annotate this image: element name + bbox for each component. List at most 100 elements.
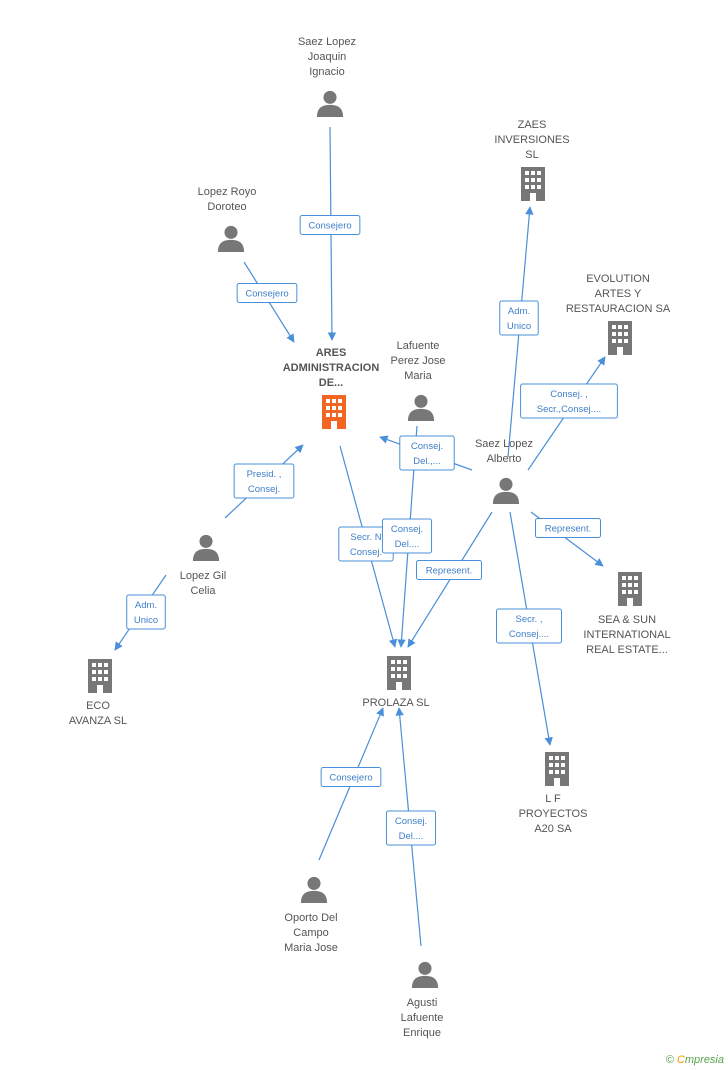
node-label-line: AVANZA SL (69, 715, 127, 727)
node-label-line: ZAES (518, 119, 547, 131)
edge-label-box (385, 810, 437, 846)
node-eco[interactable]: ECO AVANZA SL (69, 659, 127, 727)
building-icon-highlighted (322, 395, 346, 429)
edge-label-box (399, 435, 455, 471)
node-label-line: Lafuente (401, 1012, 444, 1024)
node-label-line: ECO (86, 700, 110, 712)
edge-label-text: Consej. (391, 524, 423, 535)
node-label-line: Saez Lopez (298, 36, 356, 48)
person-icon (411, 961, 439, 988)
building-icon (88, 659, 112, 693)
edge-label-oporto-to-prolaza[interactable]: Consejero (320, 767, 382, 787)
footer-brand[interactable]: ©Cmpresia (666, 1054, 724, 1066)
node-label-line: Saez Lopez (475, 438, 533, 450)
edge-label-box (496, 608, 562, 644)
node-label-line: Lafuente (397, 340, 440, 352)
node-label-line: A20 SA (534, 823, 572, 835)
edge-label-saezalberto-to-lf[interactable]: Secr. ,Consej.... (496, 608, 562, 644)
edge-label-lopezgil-to-eco[interactable]: Adm. Unico (126, 594, 166, 630)
edge-label-text: Consej. (411, 441, 443, 452)
edge-label-text: Presid. , (247, 469, 282, 480)
node-label-line: PROYECTOS (519, 808, 588, 820)
edge-label-saezalberto-to-seasun[interactable]: Represent. (535, 518, 601, 538)
node-label-line: Maria Jose (284, 942, 338, 954)
edge-label-lopezgil-to-ares[interactable]: Presid. , Consej. (233, 463, 295, 499)
edge-label-text: Adm. (135, 600, 157, 611)
node-label-line: EVOLUTION (586, 273, 650, 285)
node-label-line: Joaquin (308, 51, 347, 63)
edge-label-agusti-to-prolaza[interactable]: Consej. Del.... (385, 810, 437, 846)
edge-label-text: Del.... (399, 831, 424, 842)
edge-label-saezalberto-to-prolaza[interactable]: Represent. (416, 560, 482, 580)
edge-label-box (535, 518, 601, 538)
brand-logo-letter: C (676, 1054, 685, 1066)
edge-label-text: Consejero (308, 221, 351, 232)
node-label-line: L F (545, 793, 561, 805)
edge-label-lafuentepj-to-prolaza[interactable]: Consej.Del.... (381, 518, 433, 554)
person-icon (300, 876, 328, 903)
node-label-line: Doroteo (207, 201, 246, 213)
copyright-symbol: © (665, 1054, 674, 1066)
node-label-line: Lopez Royo (198, 186, 257, 198)
node-label-line: PROLAZA SL (362, 697, 429, 709)
edge-label-text: Del.,... (413, 456, 440, 467)
building-icon (521, 167, 545, 201)
edge-label-text: Consej. (395, 816, 427, 827)
edge-label-box (416, 560, 482, 580)
node-label-line: Ignacio (309, 66, 344, 78)
person-icon (192, 534, 220, 561)
node-lf[interactable]: L F PROYECTOS A20 SA (519, 752, 588, 835)
building-icon (608, 321, 632, 355)
node-evolution[interactable]: EVOLUTION ARTES Y RESTAURACION SA (566, 273, 671, 355)
edge-label-saezalberto-to-zaes[interactable]: Adm.Unico (499, 300, 539, 336)
node-label-line: Oporto Del (284, 912, 337, 924)
node-prolaza[interactable]: PROLAZA SL (362, 656, 430, 709)
node-label-line: INVERSIONES (494, 134, 569, 146)
building-icon (387, 656, 411, 690)
node-label-line: Agusti (407, 997, 438, 1009)
edge-label-box (320, 767, 382, 787)
edge-label-saezjoaquin-to-ares[interactable]: Consejero (299, 215, 361, 235)
node-label-line: ARES (316, 347, 347, 359)
node-label-line: Celia (190, 585, 216, 597)
brand-logo-text: mpresia (684, 1054, 724, 1066)
node-label-line: SEA & SUN (598, 614, 656, 626)
edge-label-box (126, 594, 166, 630)
edge-label-box (236, 283, 298, 303)
node-label-line: RESTAURACION SA (566, 303, 671, 315)
edge-label-box (233, 463, 295, 499)
person-icon (492, 477, 520, 504)
edge-label-text: Consej. (248, 484, 280, 495)
edge-label-text: Consejero (245, 289, 288, 300)
edge-label-saezalberto-to-ares[interactable]: Consej. Del.,... (399, 435, 455, 471)
edge-label-text: Consej. (350, 547, 382, 558)
edge-label-lopezroyo-to-ares[interactable]: Consejero (236, 283, 298, 303)
node-label-line: Maria (404, 370, 432, 382)
edge-label-text: Unico (134, 615, 158, 626)
edge-label-box (520, 383, 618, 419)
edge-label-box (381, 518, 433, 554)
edge-label-saezalberto-to-evolution[interactable]: Consej. ,Secr.,Consej.... (520, 383, 618, 419)
person-icon (217, 225, 245, 252)
node-ares[interactable]: ARESADMINISTRACIONDE... (283, 347, 380, 429)
node-label-line: ARTES Y (595, 288, 642, 300)
building-icon (618, 572, 642, 606)
node-label-line: ADMINISTRACION (283, 362, 380, 374)
edge-label-text: Secr.,Consej.... (537, 404, 601, 415)
edge-label-text: Secr. N (350, 532, 381, 543)
edge-label-text: Represent. (545, 524, 591, 535)
node-label-line: Alberto (487, 453, 522, 465)
node-label-line: Lopez Gil (180, 570, 226, 582)
node-label-line: INTERNATIONAL (583, 629, 670, 641)
